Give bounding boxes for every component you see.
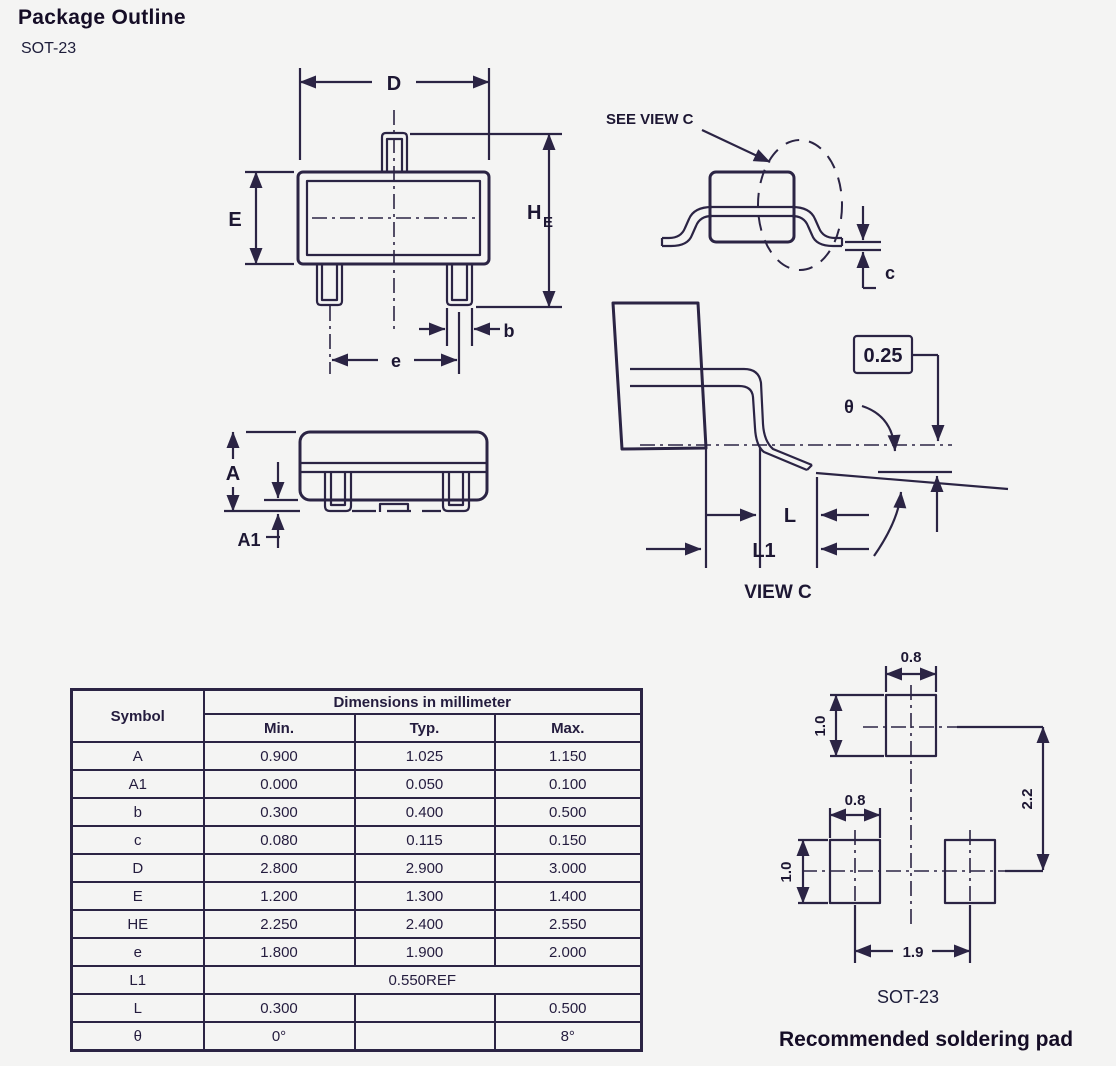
table-cell: 1.025: [353, 741, 496, 771]
table-cell: 1.900: [353, 937, 496, 967]
dim-label-he: H: [527, 202, 541, 224]
table-cell: 0°: [202, 1021, 356, 1052]
table-cell: 2.550: [493, 909, 643, 939]
table-cell: 0.900: [202, 741, 356, 771]
dim-label-l: L: [784, 505, 796, 527]
table-cell: 0.080: [202, 825, 356, 855]
table-cell: 2.800: [202, 853, 356, 883]
table-cell: [353, 993, 496, 1023]
table-cell: 1.300: [353, 881, 496, 911]
table-cell: A1: [70, 769, 205, 799]
dim-label-e-body: E: [228, 209, 241, 231]
view-c-linework: [611, 301, 1009, 568]
pad-dim-bottom-height: 1.0: [778, 862, 795, 883]
see-view-c-callout: SEE VIEW C: [606, 111, 694, 128]
table-cell: e: [70, 937, 205, 967]
front-view-linework: [660, 129, 881, 290]
dim-label-c: c: [885, 263, 895, 283]
dim-label-l1: L1: [752, 540, 775, 562]
table-header-row: Symbol Dimensions in millimeter: [70, 688, 643, 743]
table-cell: 0.500: [493, 797, 643, 827]
col-header-min: Min.: [202, 713, 356, 743]
package-subtitle: SOT-23: [21, 40, 77, 57]
table-cell: 2.000: [493, 937, 643, 967]
table-cell: 0.400: [353, 797, 496, 827]
table-cell: 0.000: [202, 769, 356, 799]
dim-label-d: D: [387, 73, 401, 95]
table-cell: 1.150: [493, 741, 643, 771]
dimensions-table: Symbol Dimensions in millimeter Min. Typ…: [70, 688, 643, 1052]
col-header-max: Max.: [493, 713, 643, 743]
table-cell: 8°: [493, 1021, 643, 1052]
table-cell: L1: [70, 965, 205, 995]
table-cell: 2.250: [202, 909, 356, 939]
symbol-header: Symbol: [70, 688, 205, 743]
dim-label-theta: θ: [844, 397, 854, 417]
top-view-linework: [245, 68, 562, 374]
table-cell: θ: [70, 1021, 205, 1052]
table-cell: 0.150: [493, 825, 643, 855]
solder-pad-linework: [796, 666, 1050, 963]
solder-pad-caption: Recommended soldering pad: [779, 1028, 1073, 1051]
dim-label-a1: A1: [237, 530, 260, 550]
table-cell: 1.200: [202, 881, 356, 911]
table-cell: 0.550REF: [202, 965, 643, 995]
table-subheader-row: Min. Typ. Max.: [72, 713, 643, 743]
dim-label-a: A: [226, 463, 240, 485]
col-header-typ: Typ.: [353, 713, 496, 743]
pad-dim-vertical-pitch: 2.2: [1019, 789, 1036, 810]
table-cell: A: [70, 741, 205, 771]
pad-dim-top-height: 1.0: [812, 716, 829, 737]
pad-dim-top-width: 0.8: [901, 649, 922, 666]
table-cell: L: [70, 993, 205, 1023]
table-cell: 0.300: [202, 993, 356, 1023]
table-cell: 3.000: [493, 853, 643, 883]
table-cell: 2.900: [353, 853, 496, 883]
dim-label-e-pitch: e: [391, 351, 401, 371]
table-cell: 0.300: [202, 797, 356, 827]
page-title: Package Outline: [18, 6, 186, 29]
pad-package-name: SOT-23: [877, 987, 939, 1007]
table-cell: E: [70, 881, 205, 911]
table-cell: 0.100: [493, 769, 643, 799]
table-cell: c: [70, 825, 205, 855]
table-cell: 0.050: [353, 769, 496, 799]
table-cell: 1.400: [493, 881, 643, 911]
pad-dim-horizontal-pitch: 1.9: [903, 944, 924, 961]
side-view-linework: [224, 430, 489, 548]
table-cell: b: [70, 797, 205, 827]
table-cell: [353, 1021, 496, 1052]
table-cell: 1.800: [202, 937, 356, 967]
table-cell: 0.500: [493, 993, 643, 1023]
table-cell: 2.400: [353, 909, 496, 939]
tolerance-box-value: 0.25: [864, 345, 903, 367]
pad-dim-bottom-width: 0.8: [845, 792, 866, 809]
table-cell: 0.115: [353, 825, 496, 855]
dim-label-b: b: [504, 321, 515, 341]
dim-label-he-sub: E: [543, 214, 553, 231]
table-cell: D: [70, 853, 205, 883]
view-c-caption: VIEW C: [744, 582, 812, 603]
group-header: Dimensions in millimeter: [202, 688, 643, 715]
table-cell: HE: [70, 909, 205, 939]
